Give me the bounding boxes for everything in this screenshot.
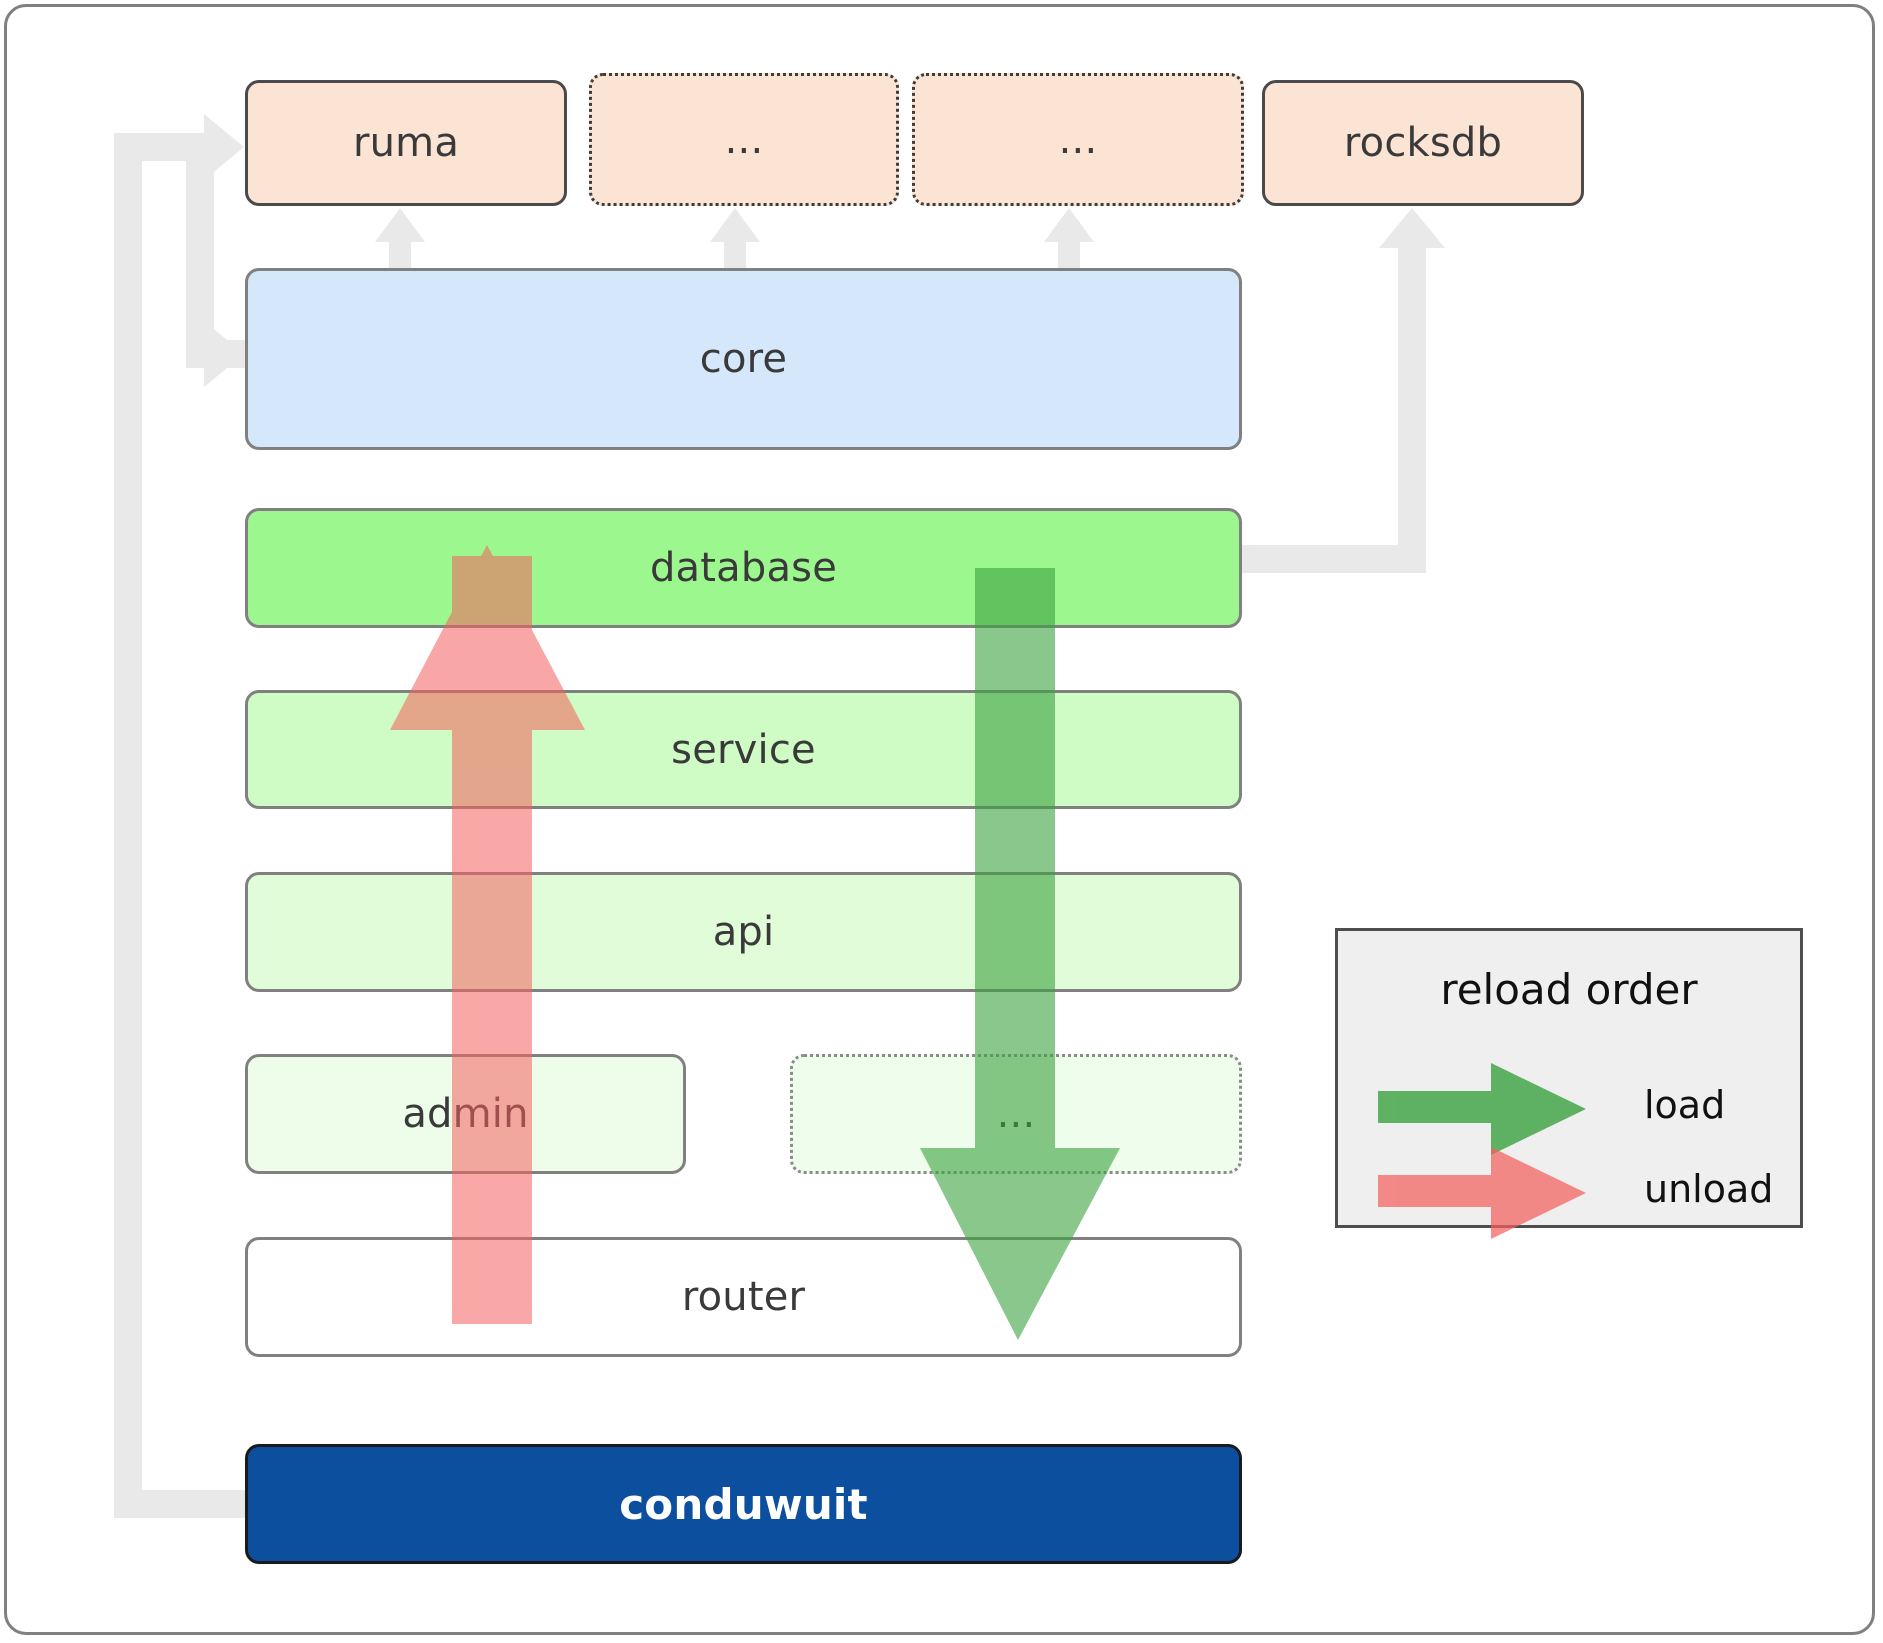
layer-box-router[interactable]: router [245,1237,1242,1357]
connector-arrow-core [204,321,244,387]
layer-box-core[interactable]: core [245,268,1242,450]
layer-box-dots-3[interactable]: ... [790,1054,1242,1174]
connector-arrow-core-to-ruma [375,208,425,242]
legend-load-arrow-icon [1378,1063,1586,1155]
legend-load-label: load [1644,1083,1726,1127]
layer-label-database: database [649,545,838,591]
connector-arrow-core-to-dots1 [710,208,760,242]
layer-box-admin[interactable]: admin [245,1054,686,1174]
connector-database-to-rocksdb-horizontal [1230,545,1426,573]
layer-label-core: core [699,336,788,382]
dependency-label-ruma: ruma [352,120,460,166]
legend-panel: reload order load unload [1335,928,1803,1239]
layer-label-router: router [681,1274,806,1320]
dependency-box-ruma[interactable]: ruma [245,80,567,206]
root-box-conduwuit[interactable]: conduwuit [245,1444,1242,1564]
connector-arrow-core-to-dots2 [1044,208,1094,242]
connector-conduwuit-trunk-vertical [114,133,142,1518]
legend-unload-arrow-icon [1378,1147,1586,1239]
legend-unload-label: unload [1644,1167,1774,1211]
connector-branch-core-vertical [186,133,214,349]
layer-label-service: service [671,726,816,773]
layer-label-api: api [712,909,775,955]
layer-label-admin: admin [402,1091,529,1137]
layer-box-api[interactable]: api [245,872,1242,992]
dependency-box-rocksdb[interactable]: rocksdb [1262,80,1584,206]
dependency-box-dots-2[interactable]: ... [912,73,1244,206]
root-label-conduwuit: conduwuit [619,1479,868,1529]
diagram-frame [4,4,1875,1635]
layer-box-service[interactable]: service [245,690,1242,809]
legend-title: reload order [1440,965,1698,1014]
layer-label-dots-3: ... [996,1091,1036,1137]
dependency-label-rocksdb: rocksdb [1343,120,1503,166]
dependency-box-dots-1[interactable]: ... [589,73,899,206]
connector-database-to-rocksdb-vertical [1398,248,1426,573]
dependency-label-dots-1: ... [724,116,764,163]
dependency-label-dots-2: ... [1058,116,1098,163]
connector-arrow-rocksdb [1379,208,1445,248]
layer-box-database[interactable]: database [245,508,1242,628]
